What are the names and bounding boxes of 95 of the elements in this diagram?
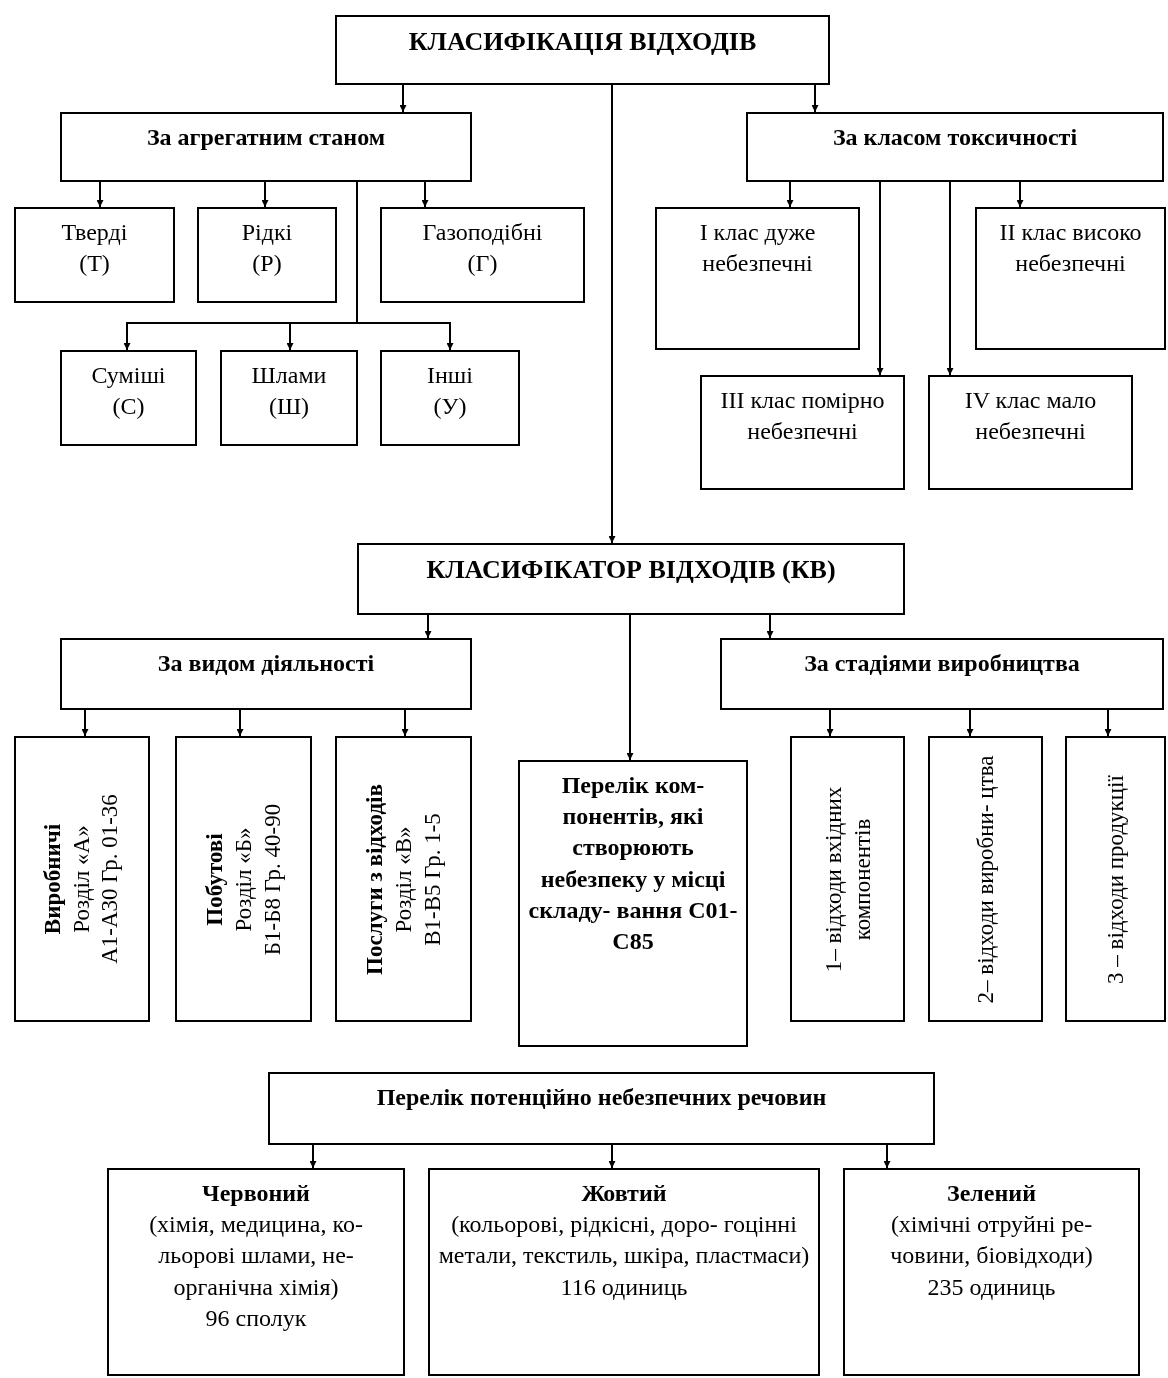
category-box <box>107 1168 405 1376</box>
box-text: ІІІ клас помірно небезпечні <box>719 386 886 447</box>
box-text: ІІ клас високо небезпечні <box>998 218 1143 279</box>
box-text: Газоподібні <box>422 218 543 247</box>
arrow <box>399 84 407 113</box>
box-text: (хімічні отруйні ре- човини, біовідходи) <box>889 1210 1094 1271</box>
category-box <box>700 375 905 490</box>
box-text: 2– відходи виробни- цтва <box>971 755 999 1003</box>
arrow <box>1104 709 1112 737</box>
category-box <box>655 207 860 350</box>
category-box <box>60 350 197 446</box>
arrow <box>811 84 819 113</box>
box-text: Розділ «Б» <box>229 827 257 931</box>
box-heading: За агрегатним станом <box>146 123 386 152</box>
category-box <box>14 207 175 303</box>
box-text: А1-А30 Гр. 01-36 <box>96 794 124 964</box>
arrow <box>626 614 634 761</box>
arrow <box>356 181 454 351</box>
category-box <box>268 1072 935 1145</box>
arrow <box>401 709 409 737</box>
arrow <box>1016 181 1024 208</box>
category-box <box>335 736 472 1022</box>
category-box <box>14 736 150 1022</box>
box-text: Суміші <box>91 361 166 390</box>
category-box <box>928 375 1133 490</box>
arrow <box>946 181 954 376</box>
box-heading: Червоний <box>202 1179 310 1208</box>
category-box <box>975 207 1166 350</box>
box-text: 96 сполук <box>205 1303 307 1333</box>
arrow <box>236 709 244 737</box>
box-text: Розділ «А» <box>67 825 95 933</box>
arrow <box>96 181 104 208</box>
category-box <box>428 1168 820 1376</box>
category-box <box>335 15 830 85</box>
category-box <box>357 543 905 615</box>
arrow <box>883 1144 891 1169</box>
arrow <box>608 1144 616 1169</box>
arrow <box>786 181 794 208</box>
box-text: (Т) <box>79 249 110 279</box>
category-box <box>220 350 358 446</box>
arrow <box>766 614 774 639</box>
box-heading: Зелений <box>947 1179 1036 1208</box>
category-box <box>790 736 905 1022</box>
category-box <box>518 760 748 1047</box>
box-text: (Ш) <box>268 392 310 422</box>
box-text: Б1-Б8 Гр. 40-90 <box>257 803 286 955</box>
box-heading: КЛАСИФІКАЦІЯ ВІДХОДІВ <box>408 26 757 58</box>
box-heading: Виробничі <box>38 823 66 935</box>
category-box <box>60 112 472 182</box>
box-heading: За видом діяльності <box>157 649 375 678</box>
arrow <box>608 84 616 544</box>
category-box <box>175 736 312 1022</box>
box-heading: КЛАСИФІКАТОР ВІДХОДІВ (КВ) <box>426 554 836 586</box>
box-text: Інші <box>427 361 473 390</box>
box-text: (С) <box>112 392 145 422</box>
box-heading: За класом токсичності <box>832 123 1078 152</box>
box-text: 1– відходи вхідних компонентів <box>818 785 875 974</box>
arrow <box>424 614 432 639</box>
box-heading: Жовтий <box>581 1179 667 1208</box>
arrow <box>81 709 89 737</box>
box-text: (кольорові, рідкісні, доро- гоцінні метали, текстиль, шкіра, пластмаси) <box>437 1210 811 1271</box>
category-box <box>60 638 472 710</box>
box-text: Розділ «В» <box>389 825 417 933</box>
arrow <box>826 709 834 737</box>
box-text: В1-В5 Гр. 1-5 <box>417 812 446 946</box>
box-text: (Р) <box>252 249 282 279</box>
category-box <box>1065 736 1166 1022</box>
box-text: 235 одиниць <box>927 1272 1056 1302</box>
category-box <box>843 1168 1140 1376</box>
arrow <box>966 709 974 737</box>
box-text: (хімія, медицина, ко- льорові шлами, не- органічна хімія) <box>148 1210 364 1302</box>
box-text: Рідкі <box>241 218 293 247</box>
box-heading: Перелік ком- понентів, які створюють небезпеку у місці складу- вання С01-С85 <box>527 771 739 956</box>
category-box <box>746 112 1164 182</box>
box-text: Тверді <box>61 218 128 247</box>
category-box <box>720 638 1164 710</box>
box-text: (Г) <box>467 249 498 279</box>
box-text: IV клас мало небезпечні <box>963 386 1098 447</box>
box-text: (У) <box>433 392 467 422</box>
box-heading: Побутові <box>200 832 228 926</box>
category-box <box>197 207 337 303</box>
box-text: Шлами <box>251 361 327 390</box>
box-heading: Послуги з відходів <box>360 783 388 975</box>
box-text: І клас дуже небезпечні <box>698 218 817 279</box>
arrow <box>876 181 884 376</box>
arrow <box>421 181 429 208</box>
box-heading: За стадіями виробництва <box>804 649 1080 678</box>
box-text: 3 – відходи продукції <box>1101 774 1129 984</box>
category-box <box>380 350 520 446</box>
arrow <box>261 181 269 208</box>
category-box <box>928 736 1043 1022</box>
category-box <box>380 207 585 303</box>
box-heading: Перелік потенційно небезпечних речовин <box>376 1083 827 1112</box>
arrow <box>309 1144 317 1169</box>
box-text: 116 одиниць <box>560 1272 688 1302</box>
